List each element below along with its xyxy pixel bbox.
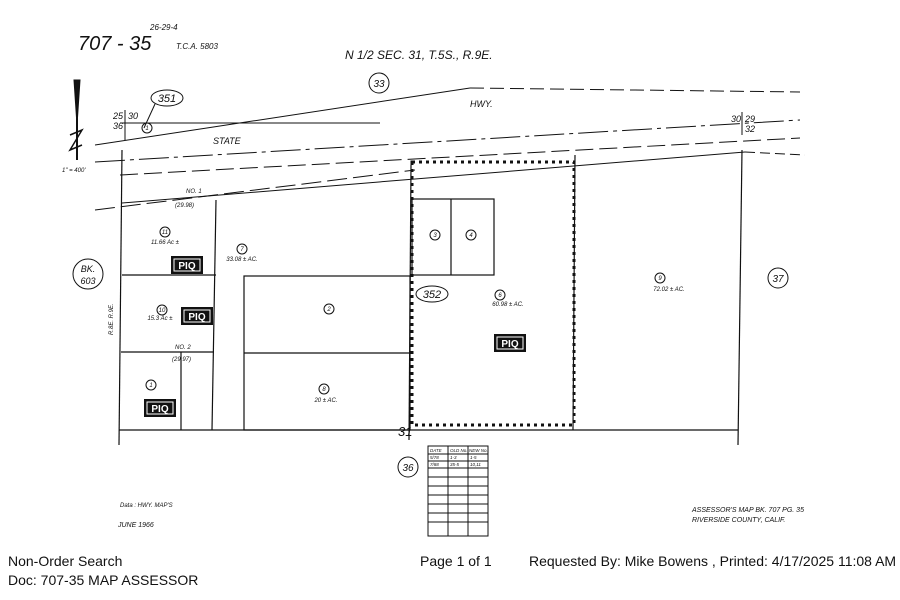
svg-text:9: 9 (658, 276, 662, 282)
parcel-4[interactable]: 4 (465, 229, 477, 241)
history-table: DATE OLD No. NEW No. 5/78 1-3 1-5 7/88 3… (427, 445, 489, 537)
lot-no2: NO. 2 (175, 345, 191, 351)
book-36: 36 (402, 463, 414, 474)
svg-text:72.02 ± AC.: 72.02 ± AC. (653, 287, 684, 293)
svg-text:33.08 ± AC.: 33.08 ± AC. (226, 257, 257, 263)
range-label: R.8E. R.9E. (109, 303, 115, 335)
corner-30: 30 (128, 111, 138, 121)
svg-text:10: 10 (159, 308, 166, 314)
svg-text:11: 11 (162, 230, 168, 236)
parcel-1[interactable]: 1 (145, 379, 157, 391)
highway-lines (94, 87, 806, 211)
parcel-8[interactable]: 8 20 ± AC. (313, 383, 338, 404)
parcel-3[interactable]: 3 (429, 229, 441, 241)
piq-badge[interactable]: PIQ (171, 256, 203, 274)
map-code: 26-29-4 (149, 23, 178, 32)
data-note: Data : HWY. MAP'S (120, 503, 173, 509)
hatched-parcel-boundary (410, 160, 576, 427)
parcel-7[interactable]: 7 33.08 ± AC. (226, 243, 258, 263)
search-type: Non-Order Search (8, 553, 123, 569)
parcel-10[interactable]: 10 15.3 Ac ± (147, 304, 173, 322)
svg-text:15.3 Ac ±: 15.3 Ac ± (147, 316, 173, 322)
svg-text:35-5: 35-5 (450, 462, 460, 467)
hwy-label: HWY. (470, 99, 493, 109)
svg-text:1: 1 (145, 126, 148, 132)
svg-text:PIQ: PIQ (178, 261, 195, 272)
requested-by: Requested By: Mike Bowens , Printed: 4/1… (529, 553, 897, 569)
lot-no1: NO. 1 (186, 189, 202, 195)
svg-text:3: 3 (433, 233, 437, 239)
piq-badge[interactable]: PIQ (144, 399, 176, 417)
north-arrow-icon (68, 79, 84, 160)
lot-no1-area: (29.98) (175, 203, 194, 209)
state-label: STATE (213, 136, 242, 146)
parcel-11[interactable]: 11 11.66 Ac ± (151, 226, 180, 246)
parcel-1-road: 1 (141, 122, 153, 134)
corner-29: 29 (744, 114, 755, 124)
svg-text:1: 1 (149, 383, 152, 389)
parcel-2[interactable]: 2 (323, 303, 335, 315)
parcel-9[interactable]: 9 72.02 ± AC. (653, 272, 685, 293)
svg-text:NEW No.: NEW No. (469, 448, 488, 453)
svg-text:60.98 ± AC.: 60.98 ± AC. (492, 302, 523, 308)
corner-25: 25 (112, 111, 124, 121)
svg-text:PIQ: PIQ (188, 312, 205, 323)
svg-text:7: 7 (240, 247, 244, 253)
map-number: 707 - 35 (78, 33, 152, 55)
svg-text:7/88: 7/88 (430, 462, 439, 467)
svg-text:OLD No.: OLD No. (450, 448, 468, 453)
book-37: 37 (772, 274, 784, 285)
svg-text:2: 2 (326, 307, 331, 313)
section-title: N 1/2 SEC. 31, T.5S., R.9E. (345, 48, 493, 62)
corner-30-right: 30 (731, 114, 741, 124)
svg-text:8: 8 (322, 387, 326, 393)
document-label: Doc: 707-35 MAP ASSESSOR (8, 572, 199, 588)
svg-text:6: 6 (498, 293, 502, 299)
assessor-line-2: RIVERSIDE COUNTY, CALIF. (692, 517, 785, 524)
assessor-line-1: ASSESSOR'S MAP BK. 707 PG. 35 (691, 507, 804, 514)
svg-text:1-3: 1-3 (450, 455, 457, 460)
svg-text:11.66 Ac ±: 11.66 Ac ± (151, 240, 180, 246)
svg-text:DATE: DATE (430, 448, 443, 453)
svg-text:20 ± AC.: 20 ± AC. (313, 398, 337, 404)
svg-text:PIQ: PIQ (501, 339, 518, 350)
assessor-map: 707 - 35 26-29-4 T.C.A. 5803 N 1/2 SEC. … (62, 23, 806, 537)
map-date: JUNE 1966 (117, 522, 154, 529)
piq-badge[interactable]: PIQ (181, 307, 213, 325)
corner-36: 36 (113, 121, 123, 131)
scale-label: 1" = 400' (62, 168, 86, 174)
piq-badge[interactable]: PIQ (494, 334, 526, 352)
book-603-label: BK. (81, 264, 96, 274)
svg-text:10,11: 10,11 (470, 462, 481, 467)
svg-text:4: 4 (469, 233, 473, 239)
parcel-6[interactable]: 6 60.98 ± AC. (492, 289, 524, 308)
svg-text:5/78: 5/78 (430, 455, 439, 460)
book-352: 352 (423, 289, 441, 301)
tca-label: T.C.A. 5803 (176, 42, 219, 51)
svg-text:1-5: 1-5 (470, 455, 477, 460)
svg-text:PIQ: PIQ (151, 404, 168, 415)
book-351: 351 (158, 93, 176, 105)
book-603: 603 (80, 276, 95, 286)
page-indicator: Page 1 of 1 (420, 553, 492, 569)
parcel-boundaries (118, 149, 743, 446)
corner-32: 32 (745, 124, 755, 134)
lot-no2-area: (29.97) (172, 357, 191, 363)
book-33: 33 (373, 79, 385, 90)
